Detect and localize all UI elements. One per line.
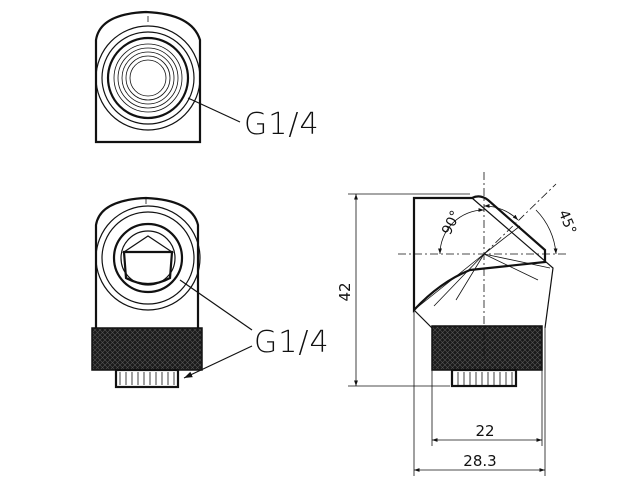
front-view-ring-2	[101, 211, 195, 305]
side-view-thread-stub	[450, 368, 518, 388]
dim-inner-width-label: 22	[475, 422, 494, 440]
top-view-thread-1	[113, 43, 183, 113]
mid-leader-line-1	[179, 279, 253, 331]
front-view	[91, 196, 203, 389]
front-view-thread-lines	[119, 372, 175, 385]
top-leader-line	[187, 97, 241, 123]
top-view-outer-ring	[95, 25, 201, 131]
side-view-facet-1	[413, 253, 485, 311]
front-view-outer-ring	[95, 205, 201, 311]
side-view-body-outline	[412, 195, 547, 313]
side-view-facet-2	[433, 253, 485, 307]
top-view	[94, 10, 202, 144]
dim-height-label: 42	[336, 282, 354, 301]
top-thread-label: G1/4	[244, 107, 320, 142]
side-view	[412, 195, 554, 388]
top-view-thread-3	[121, 51, 175, 105]
front-view-knurl-ring	[91, 327, 203, 371]
top-view-body-outline	[94, 10, 202, 144]
side-view-angled-face	[471, 197, 554, 329]
front-view-cone-base	[122, 250, 174, 286]
angle-a-arc	[438, 208, 485, 255]
front-view-cone	[122, 235, 174, 253]
side-view-facet-6	[483, 225, 521, 255]
dim-outer-width-label: 28.3	[463, 452, 496, 470]
front-view-bore	[112, 222, 184, 294]
side-view-left-wall	[413, 309, 433, 329]
mid-thread-label: G1/4	[254, 325, 330, 360]
side-view-angled-centerline	[483, 183, 557, 255]
front-view-thread-stub	[114, 368, 180, 389]
top-view-thread-4	[125, 55, 171, 101]
side-view-facet-4	[483, 253, 551, 269]
angle-a-label: 90°	[439, 208, 464, 237]
angle-b-arc	[483, 204, 519, 221]
top-view-ring-3	[106, 36, 190, 120]
front-view-bore-inner	[120, 230, 176, 286]
top-view-thread-5	[129, 59, 167, 97]
top-view-thread-2	[117, 47, 179, 109]
top-view-ring-2	[101, 31, 195, 125]
side-view-facet-5	[483, 253, 539, 281]
mid-leader-line-2	[183, 345, 253, 379]
angle-b-label: 45°	[555, 208, 579, 237]
side-view-thread-lines	[457, 372, 513, 385]
side-view-knurl-ring	[431, 325, 543, 371]
side-view-facet-3	[455, 253, 485, 301]
angle-b-arc-ext	[535, 209, 558, 255]
